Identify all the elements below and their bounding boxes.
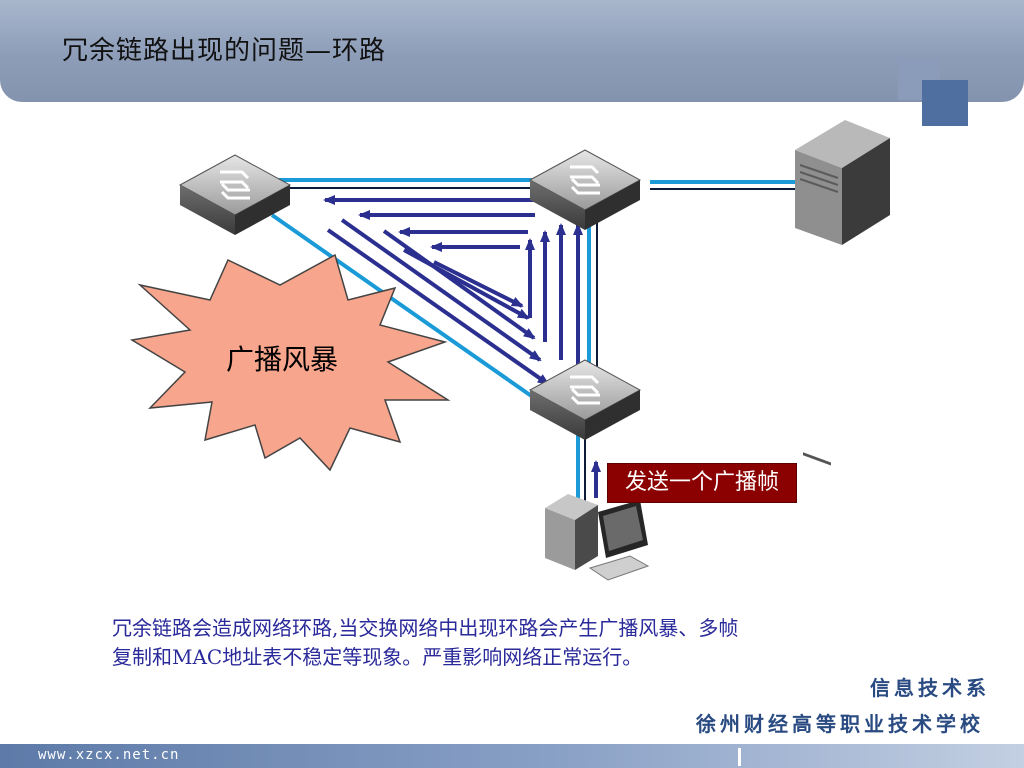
broadcast-storm-burst [129,253,451,472]
desktop-pc-icon [545,494,650,581]
description-text: 冗余链路会造成网络环路,当交换网络中出现环路会产生广播风暴、多帧 复制和MAC地… [112,614,932,672]
arrow-d3 [382,229,536,340]
link-switch2-server [650,180,800,190]
broadcast-arrows [323,195,601,498]
header-decoration-square-dark [922,80,968,126]
arrow-d5 [433,260,524,308]
description-line-2: 复制和MAC地址表不稳定等现象。严重影响网络正常运行。 [112,645,643,669]
department-name: 信息技术系 [870,676,990,700]
link-switch2-switch3 [587,220,598,375]
link-switch1-switch2 [270,178,540,189]
description-line-1: 冗余链路会造成网络环路,当交换网络中出现环路会产生广播风暴、多帧 [112,616,739,640]
send-broadcast-callout: 发送一个广播帧 [607,463,797,503]
slide-footer: www.xzcx.net.cn [0,744,1024,768]
server-icon [795,120,890,466]
footer-url[interactable]: www.xzcx.net.cn [38,747,180,763]
network-links [270,178,800,505]
broadcast-storm-label: 广播风暴 [226,343,339,376]
slide-header [0,0,1024,102]
slide-title: 冗余链路出现的问题—环路 [62,36,387,66]
arrow-d1 [326,228,550,386]
arrow-d4 [403,248,530,320]
switch-icon [178,154,292,235]
switch-icon [528,149,642,230]
school-name: 徐州财经高等职业技术学校 [696,712,984,736]
footer-divider [738,748,741,766]
arrow-d2 [340,218,542,362]
link-switch3-pc [576,435,586,505]
link-switch1-switch3 [270,213,542,404]
switch-icon [528,359,642,440]
